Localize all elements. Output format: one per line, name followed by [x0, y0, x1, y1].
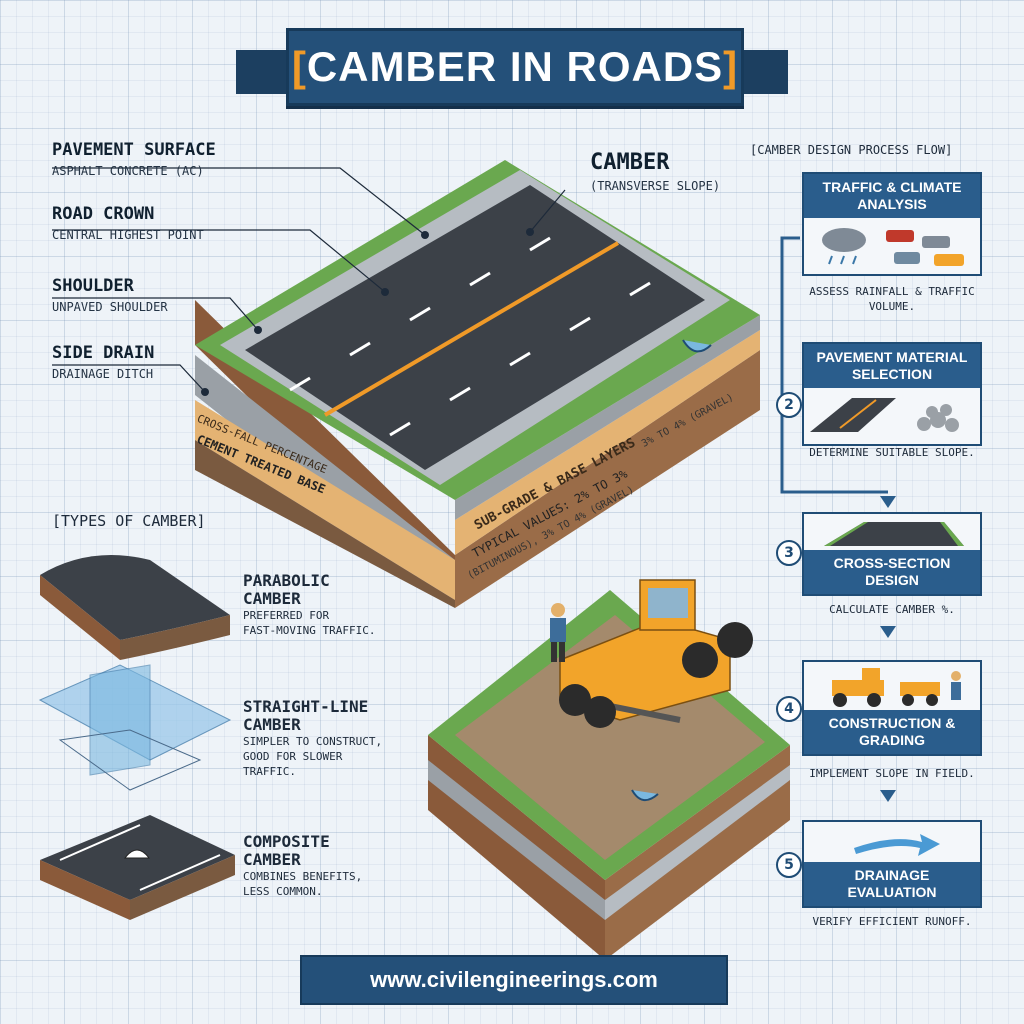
lane-markings	[289, 236, 651, 437]
grader-scene	[428, 590, 790, 960]
parabolic-camber-icon	[40, 555, 230, 660]
flow-step-4-desc: IMPLEMENT SLOPE IN FIELD.	[809, 767, 975, 780]
straight-line-camber-icon	[38, 664, 232, 791]
motor-grader-icon	[559, 579, 753, 728]
asphalt-and-gravel-icon	[810, 398, 959, 432]
worker-icon	[550, 603, 566, 662]
flow-connector	[780, 236, 888, 494]
road-block-layers	[195, 300, 760, 608]
flow-arrow-icon	[880, 496, 896, 508]
types-heading: [TYPES OF CAMBER]	[52, 512, 206, 530]
label-camber: CAMBER (TRANSVERSE SLOPE)	[590, 150, 721, 193]
page-title: [CAMBER IN ROADS]	[291, 43, 739, 90]
runoff-arrow-icon	[854, 834, 940, 856]
flow-step-3-desc: CALCULATE CAMBER %.	[829, 603, 955, 616]
drain-channel-icon	[631, 789, 659, 801]
flow-arrow-4-icon	[880, 790, 896, 802]
flow-step-2-number: 2	[776, 392, 802, 418]
flow-step-2-desc: DETERMINE SUITABLE SLOPE.	[809, 446, 975, 459]
flow-arrow-3-icon	[880, 626, 896, 638]
rain-cloud-and-cars-icon	[822, 228, 964, 266]
flow-step-3-number: 3	[776, 540, 802, 566]
flow-step-5-number: 5	[776, 852, 802, 878]
composite-camber-icon	[40, 815, 235, 920]
side-drain-icon	[682, 339, 712, 353]
construction-grader-icon	[832, 668, 961, 707]
leader-lines	[52, 167, 566, 393]
label-road-crown: ROAD CROWN CENTRAL HIGHEST POINT	[52, 204, 204, 242]
road-centerline	[323, 241, 620, 417]
label-side-drain: SIDE DRAIN DRAINAGE DITCH	[52, 343, 155, 381]
flow-step-4: CONSTRUCTION &GRADING	[802, 660, 982, 756]
label-pavement-surface: PAVEMENT SURFACE ASPHALT CONCRETE (AC)	[52, 140, 216, 178]
flow-step-5-desc: VERIFY EFFICIENT RUNOFF.	[812, 915, 972, 928]
label-shoulder: SHOULDER UNPAVED SHOULDER	[52, 276, 168, 314]
cross-section-icon	[824, 522, 964, 546]
title-banner: [CAMBER IN ROADS]	[286, 28, 744, 106]
flow-heading: [CAMBER DESIGN PROCESS FLOW]	[750, 143, 953, 157]
type-straight-line: STRAIGHT-LINE CAMBER SIMPLER TO CONSTRUC…	[243, 697, 383, 779]
flow-step-4-number: 4	[776, 696, 802, 722]
footer-url[interactable]: www.civilengineerings.com	[300, 955, 728, 1005]
type-parabolic: PARABOLIC CAMBER PREFERRED FOR FAST-MOVI…	[243, 571, 376, 638]
type-composite: COMPOSITE CAMBER COMBINES BENEFITS, LESS…	[243, 832, 363, 899]
